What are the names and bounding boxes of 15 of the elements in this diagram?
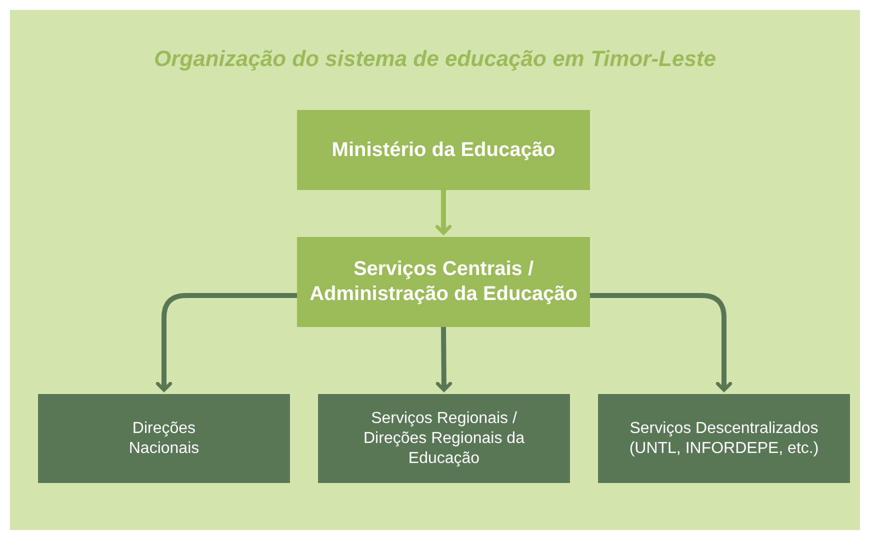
arrow bbox=[436, 326, 452, 392]
arrow bbox=[590, 293, 732, 392]
unit-name: Serviços Regionais / Direções Regionais da Educação bbox=[362, 408, 526, 468]
org-unit-box bbox=[318, 394, 570, 483]
org-unit-box bbox=[598, 394, 850, 483]
org-unit-box bbox=[38, 394, 290, 483]
org-unit-box bbox=[297, 110, 590, 190]
unit-name: Serviços Centrais / Administração da Educação bbox=[308, 257, 578, 307]
arrow bbox=[435, 190, 452, 235]
unit-name: Direções Nacionais bbox=[128, 418, 200, 458]
unit-name: Ministério da Educação bbox=[332, 138, 556, 162]
diagram-title: Organização do sistema de educação em Timor-Leste bbox=[152, 46, 717, 72]
unit-name: Serviços Descentralizados (UNTL, INFORDEPE, etc.) bbox=[628, 418, 820, 458]
org-unit-box bbox=[297, 237, 590, 327]
arrow bbox=[156, 293, 297, 392]
